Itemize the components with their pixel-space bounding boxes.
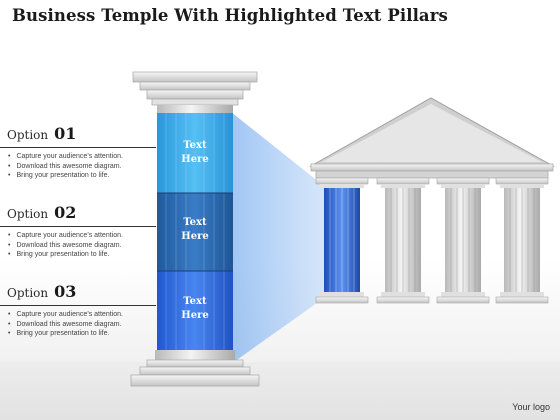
option-1-number: 01 [54, 124, 77, 143]
segment-2-line1: Text [183, 217, 207, 228]
temple-pillar-4 [495, 177, 549, 304]
floor [0, 362, 560, 420]
option-2-number: 02 [54, 203, 77, 222]
bullet-item: Capture your audience’s attention. [8, 231, 156, 241]
bullet-item: Bring your presentation to life. [8, 171, 156, 181]
temple-pillar-highlighted [315, 177, 369, 304]
segment-2 [157, 193, 233, 271]
option-2: Option 02 Capture your audience’s attent… [0, 203, 156, 260]
bullet-item: Capture your audience’s attention. [8, 310, 156, 320]
temple-pillar-3 [436, 177, 490, 304]
option-3-number: 03 [54, 282, 77, 301]
temple-pillar-2 [376, 177, 430, 304]
bullet-item: Bring your presentation to life. [8, 329, 156, 339]
segment-3-line1: Text [183, 296, 207, 307]
bullet-item: Capture your audience’s attention. [8, 152, 156, 162]
segment-3-label: Text Here [158, 295, 232, 323]
option-1-word: Option [7, 128, 49, 142]
option-1-divider [0, 147, 156, 148]
segment-1 [157, 113, 233, 193]
bullet-item: Download this awesome diagram. [8, 320, 156, 330]
big-column [130, 71, 260, 387]
option-2-divider [0, 226, 156, 227]
segment-2-line2: Here [181, 231, 209, 242]
page-title: Business Temple With Highlighted Text Pi… [12, 6, 448, 25]
footer-logo-text: Your logo [512, 402, 550, 412]
bullet-item: Download this awesome diagram. [8, 162, 156, 172]
segment-1-line1: Text [183, 140, 207, 151]
bullet-item: Download this awesome diagram. [8, 241, 156, 251]
option-3-word: Option [7, 286, 49, 300]
segment-1-label: Text Here [158, 139, 232, 167]
segment-2-label: Text Here [158, 216, 232, 244]
temple [309, 97, 555, 304]
option-3-divider [0, 305, 156, 306]
option-2-bullets: Capture your audience’s attention. Downl… [0, 231, 156, 260]
option-3-bullets: Capture your audience’s attention. Downl… [0, 310, 156, 339]
option-3: Option 03 Capture your audience’s attent… [0, 282, 156, 339]
highlight-beam [231, 112, 357, 364]
bullet-item: Bring your presentation to life. [8, 250, 156, 260]
option-1: Option 01 Capture your audience’s attent… [0, 124, 156, 181]
option-2-word: Option [7, 207, 49, 221]
segment-1-line2: Here [181, 154, 209, 165]
segment-3 [157, 271, 233, 350]
segment-3-line2: Here [181, 310, 209, 321]
option-1-bullets: Capture your audience’s attention. Downl… [0, 152, 156, 181]
